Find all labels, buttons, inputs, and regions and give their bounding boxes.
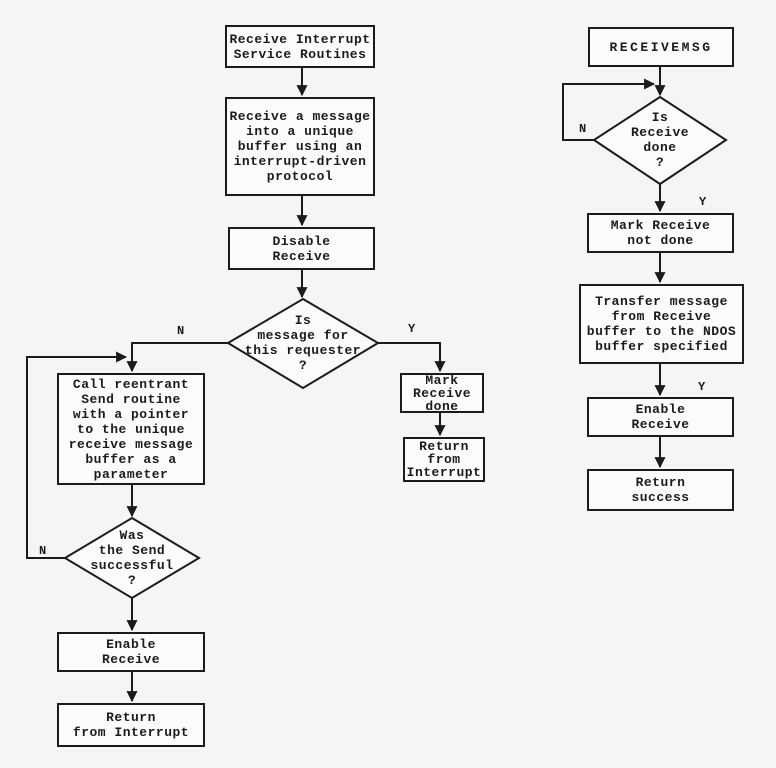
flow-node-mark-receive-done-label: Mark Receive done bbox=[412, 372, 472, 414]
flow-node-disable-receive: Disable Receive bbox=[228, 227, 375, 270]
edge-label-receive-done-no: N bbox=[579, 122, 587, 136]
edge-receive-done-retry-loop bbox=[562, 78, 656, 141]
edge-label-send-no: N bbox=[39, 544, 47, 558]
flow-node-return-from-interrupt-right-label: Return from Interrupt bbox=[406, 439, 482, 480]
edge-label-requester-yes: Y bbox=[408, 322, 416, 336]
decision-send-successful-label: Was the Send successful ? bbox=[90, 528, 174, 588]
flow-node-receive-message: Receive a message into a unique buffer u… bbox=[225, 97, 375, 196]
flow-node-return-success-label: Return success bbox=[631, 475, 690, 505]
flow-node-enable-receive-left: Enable Receive bbox=[57, 632, 205, 672]
flow-node-interrupt-service-start-label: Receive Interrupt Service Routines bbox=[229, 31, 371, 62]
flow-node-mark-receive-done: Mark Receive done bbox=[400, 373, 484, 413]
flow-node-transfer-message: Transfer message from Receive buffer to … bbox=[579, 284, 744, 364]
flow-node-mark-receive-not-done-label: Mark Receive not done bbox=[610, 218, 711, 248]
flow-node-receivemsg-start-label: RECEIVEMSG bbox=[609, 39, 713, 55]
flow-node-call-send: Call reentrant Send routine with a point… bbox=[57, 373, 205, 485]
flow-node-receive-message-label: Receive a message into a unique buffer u… bbox=[229, 109, 371, 184]
flow-node-return-from-interrupt-left-label: Return from Interrupt bbox=[72, 710, 190, 740]
edge-requester-yes-to-mark-done bbox=[378, 342, 446, 373]
edge-label-receive-done-yes: Y bbox=[699, 195, 707, 209]
flow-node-return-from-interrupt-left: Return from Interrupt bbox=[57, 703, 205, 747]
decision-send-successful-diamond bbox=[63, 516, 201, 600]
edge-label-requester-no: N bbox=[177, 324, 185, 338]
flow-node-return-from-interrupt-right: Return from Interrupt bbox=[403, 437, 485, 482]
decision-requester-label: Is message for this requester ? bbox=[244, 313, 362, 373]
flow-node-return-success: Return success bbox=[587, 469, 734, 511]
flow-node-call-send-label: Call reentrant Send routine with a point… bbox=[68, 376, 194, 482]
decision-requester-diamond bbox=[226, 297, 380, 390]
edge-label-enable-yes: Y bbox=[698, 380, 706, 394]
flow-node-transfer-message-label: Transfer message from Receive buffer to … bbox=[586, 294, 737, 354]
edge-send-retry-loop bbox=[26, 351, 128, 559]
flow-node-enable-receive-right: Enable Receive bbox=[587, 397, 734, 437]
flow-node-mark-receive-not-done: Mark Receive not done bbox=[587, 213, 734, 253]
decision-receive-done-diamond bbox=[592, 95, 728, 186]
flow-node-enable-receive-right-label: Enable Receive bbox=[631, 402, 690, 432]
decision-receive-done-label: Is Receive done ? bbox=[630, 110, 690, 170]
flow-node-enable-receive-left-label: Enable Receive bbox=[101, 637, 161, 667]
decision-requester: Is message for this requester ? bbox=[238, 313, 368, 373]
decision-receive-done: Is Receive done ? bbox=[605, 110, 715, 170]
decision-send-successful: Was the Send successful ? bbox=[72, 528, 192, 588]
flow-node-interrupt-service-start: Receive Interrupt Service Routines bbox=[225, 25, 375, 68]
edge-requester-no-to-call-send bbox=[126, 342, 228, 373]
flow-node-disable-receive-label: Disable Receive bbox=[272, 233, 331, 264]
flow-node-receivemsg-start: RECEIVEMSG bbox=[588, 27, 734, 67]
